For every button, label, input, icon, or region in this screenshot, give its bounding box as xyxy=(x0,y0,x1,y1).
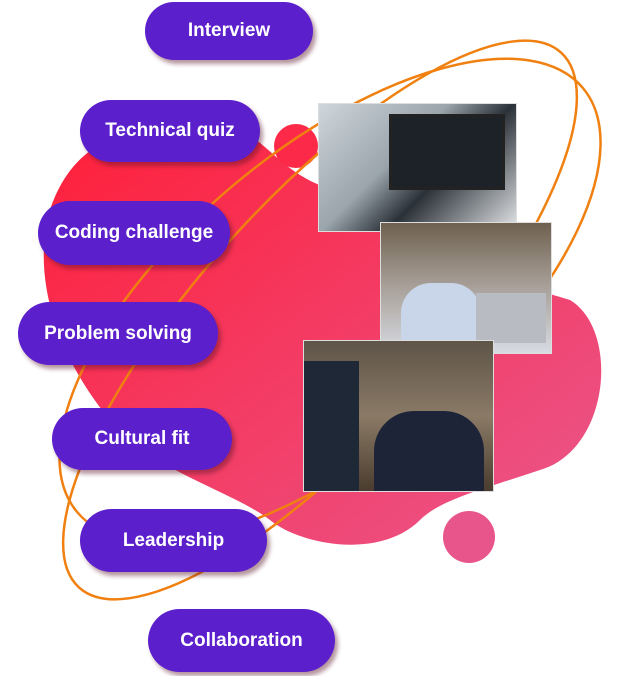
photo-coding-at-desk xyxy=(318,103,517,232)
pill-coding-challenge: Coding challenge xyxy=(38,201,230,265)
photo-man-with-laptop xyxy=(380,222,552,354)
pill-leadership: Leadership xyxy=(80,509,267,572)
pill-technical-quiz: Technical quiz xyxy=(80,100,260,162)
small-circle xyxy=(274,124,318,168)
pill-problem-solving: Problem solving xyxy=(18,302,218,365)
small-circle xyxy=(443,511,495,563)
pill-collaboration: Collaboration xyxy=(148,609,335,672)
pill-interview: Interview xyxy=(145,2,313,60)
pill-cultural-fit: Cultural fit xyxy=(52,408,232,470)
photo-interview-meeting xyxy=(303,340,494,492)
